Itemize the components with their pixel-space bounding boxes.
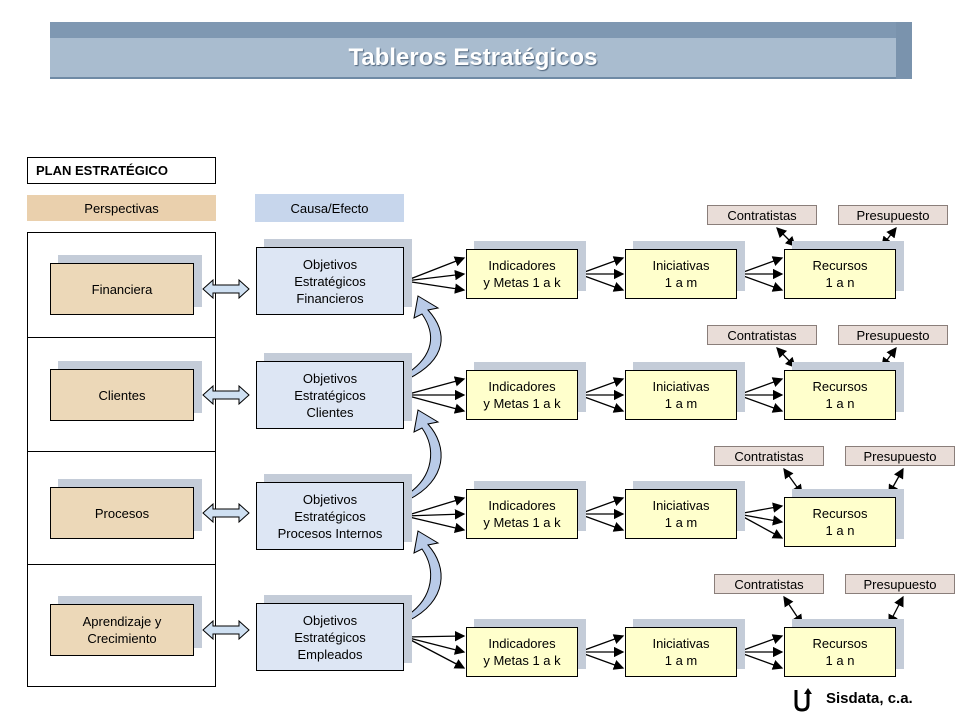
contratistas-tag: Contratistas [707, 205, 817, 225]
presupuesto-tag: Presupuesto [845, 574, 955, 594]
objective-to-indicator-arrow [404, 515, 466, 533]
indicator-to-initiative-arrow [578, 377, 625, 396]
indicator-box[interactable]: Indicadores y Metas 1 a k [466, 370, 578, 420]
indicator-to-initiative-arrow [578, 273, 625, 292]
contratistas-tag: Contratistas [707, 325, 817, 345]
causa-efecto-label: Causa/Efecto [255, 194, 404, 222]
resource-box[interactable]: Recursos 1 a n [784, 497, 896, 547]
presupuesto-tag: Presupuesto [845, 446, 955, 466]
indicator-to-initiative-arrow [578, 651, 625, 670]
perspective-box[interactable]: Procesos [50, 487, 194, 539]
objective-to-indicator-arrow [404, 269, 466, 282]
indicator-to-initiative-arrow [578, 634, 625, 653]
initiative-to-resource-arrow [737, 256, 784, 275]
objective-to-indicator-arrow [404, 509, 466, 520]
initiative-box[interactable]: Iniciativas 1 a m [625, 249, 737, 299]
initiative-box[interactable]: Iniciativas 1 a m [625, 489, 737, 539]
double-arrow-connector [202, 278, 250, 300]
objective-to-indicator-arrow [404, 376, 466, 396]
initiative-to-resource-arrow [737, 273, 784, 292]
double-arrow-connector [202, 384, 250, 406]
objective-to-indicator-arrow [404, 280, 466, 294]
panel-divider [27, 337, 216, 338]
objective-to-indicator-arrow [404, 636, 466, 669]
objective-to-indicator-arrow [404, 394, 466, 414]
plan-estrategico-label: PLAN ESTRATÉGICO [27, 157, 216, 184]
indicator-to-initiative-arrow [578, 394, 625, 413]
page-title: Tableros Estratégicos [50, 38, 896, 79]
panel-divider [27, 564, 216, 565]
presupuesto-tag: Presupuesto [838, 205, 948, 225]
presupuesto-tag: Presupuesto [838, 325, 948, 345]
objective-to-indicator-arrow [404, 495, 466, 517]
double-arrow-connector [202, 619, 250, 641]
initiative-box[interactable]: Iniciativas 1 a m [625, 627, 737, 677]
initiative-to-resource-arrow [737, 513, 784, 539]
objective-box[interactable]: Objetivos Estratégicos Procesos Internos [256, 482, 404, 550]
objective-to-indicator-arrow [404, 630, 466, 642]
initiative-to-resource-arrow [737, 634, 784, 653]
indicator-to-initiative-arrow [578, 256, 625, 275]
panel-divider [27, 451, 216, 452]
title-banner-side [896, 22, 912, 79]
contratistas-tag: Contratistas [714, 574, 824, 594]
resource-box[interactable]: Recursos 1 a n [784, 249, 896, 299]
indicator-box[interactable]: Indicadores y Metas 1 a k [466, 489, 578, 539]
perspective-box[interactable]: Clientes [50, 369, 194, 421]
initiative-to-resource-arrow [737, 513, 784, 526]
initiative-to-resource-arrow [737, 502, 784, 515]
indicator-to-initiative-arrow [578, 513, 625, 532]
initiative-to-resource-arrow [737, 394, 784, 413]
cause-effect-curved-arrow [407, 295, 442, 380]
footer-brand: Sisdata, c.a. [826, 690, 913, 707]
resource-box[interactable]: Recursos 1 a n [784, 627, 896, 677]
cause-effect-curved-arrow [407, 530, 442, 622]
double-arrow-connector [202, 502, 250, 524]
perspective-box[interactable]: Aprendizaje y Crecimiento [50, 604, 194, 656]
indicator-to-initiative-arrow [578, 496, 625, 515]
title-banner-top [50, 22, 912, 38]
indicator-box[interactable]: Indicadores y Metas 1 a k [466, 627, 578, 677]
objective-box[interactable]: Objetivos Estratégicos Clientes [256, 361, 404, 429]
objective-to-indicator-arrow [404, 636, 466, 655]
contratistas-tag: Contratistas [714, 446, 824, 466]
return-arrow-icon[interactable] [788, 686, 816, 714]
objective-to-indicator-arrow [404, 256, 466, 282]
objective-box[interactable]: Objetivos Estratégicos Empleados [256, 603, 404, 671]
initiative-to-resource-arrow [737, 651, 784, 670]
resource-box[interactable]: Recursos 1 a n [784, 370, 896, 420]
initiative-box[interactable]: Iniciativas 1 a m [625, 370, 737, 420]
cause-effect-curved-arrow [407, 409, 442, 501]
perspective-box[interactable]: Financiera [50, 263, 194, 315]
perspectivas-label: Perspectivas [27, 195, 216, 221]
initiative-to-resource-arrow [737, 377, 784, 396]
indicator-box[interactable]: Indicadores y Metas 1 a k [466, 249, 578, 299]
objective-box[interactable]: Objetivos Estratégicos Financieros [256, 247, 404, 315]
